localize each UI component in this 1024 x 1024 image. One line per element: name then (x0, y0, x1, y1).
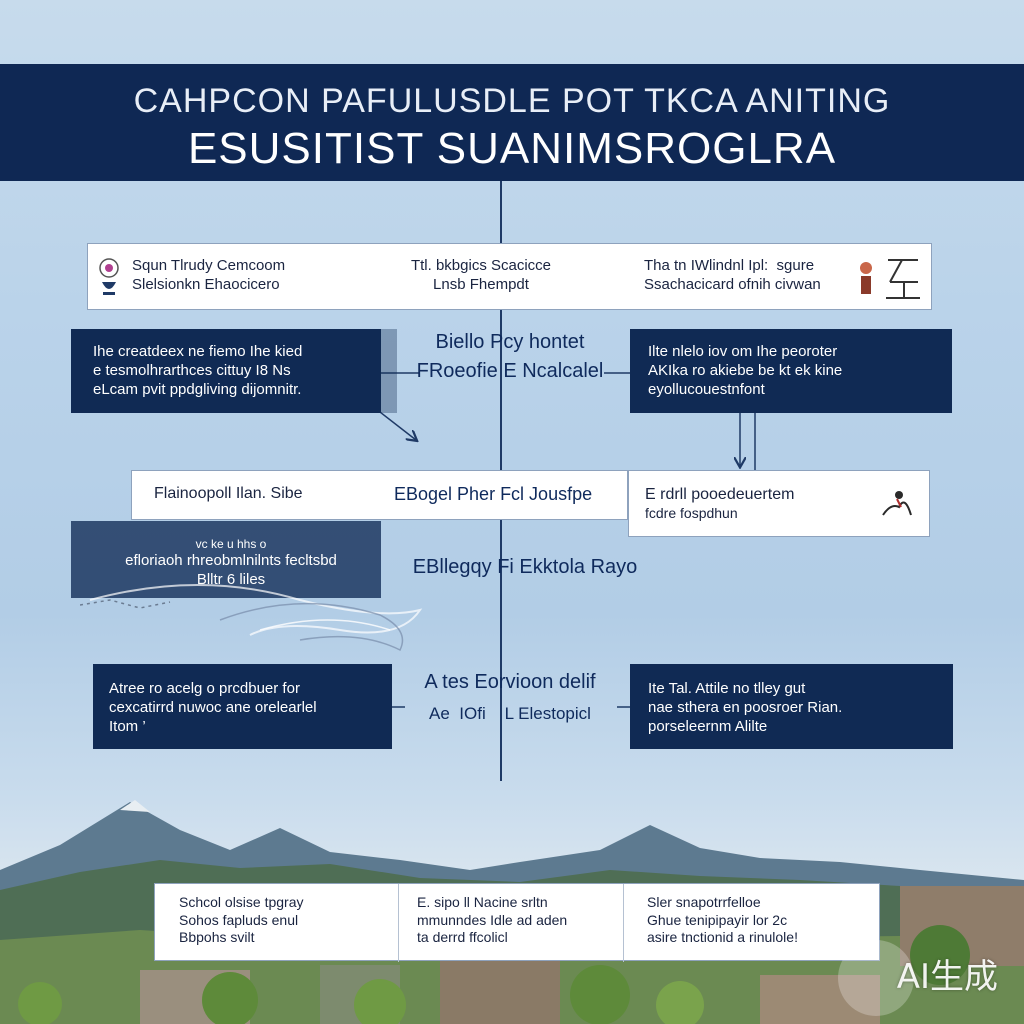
row3-info-bar: Flainoopoll Ilan. Sibe EBogel Pher Fcl J… (131, 470, 628, 520)
row5-right-line3: porseleernm Alilte (648, 718, 943, 737)
row5-right-line1: Ite Tal. Attile no tlley gut (648, 680, 943, 699)
row3-right-line2: fcdre fospdhun (645, 505, 794, 523)
row6-divider-1 (398, 884, 399, 962)
row6-left-line3: Bbpohs svilt (179, 929, 304, 947)
row6-right-line2: Ghue tenipipayir lor 2c (647, 912, 798, 930)
row1-right-line2: Ssachacicard ofnih civwan (644, 276, 821, 295)
row2-right-box: Ilte nlelo iov om Ihe peoroter AKIka ro … (630, 329, 952, 413)
row5-left-line2: cexcatirrd nuwoc ane orelearlel (109, 699, 382, 718)
row3-right-box: E rdrll pooedeuertem fcdre fospdhun (628, 470, 930, 537)
row6-left-line2: Sohos fapluds enul (179, 912, 304, 930)
row5-center-line2: Ae IOfi L Elestopicl (395, 703, 625, 724)
row6-info-bar: Schcol olsise tpgray Sohos fapluds enul … (154, 883, 880, 961)
row1-info-bar: Squn Tlrudy Cemcoom Slelsionkn Ehaocicer… (87, 243, 932, 310)
row5-center-line1: A tes Eorvioon delif (395, 670, 625, 695)
row2-left-box: Ihe creatdeex ne fiemo Ihe kied e tesmol… (71, 329, 381, 413)
row1-left-line2: Slelsionkn Ehaocicero (132, 276, 285, 295)
arrow-row2-down-left (380, 412, 416, 440)
row2-right-line1: Ilte nlelo iov om Ihe peoroter (648, 343, 942, 362)
row5-center-label: A tes Eorvioon delif Ae IOfi L Elestopic… (395, 670, 625, 724)
ai-generated-watermark: AI生成 (897, 949, 998, 998)
row2-left-box-shadow (380, 329, 397, 413)
row2-center-label: Biello Pcy hontet FRoeofie E Ncalcalel (410, 330, 610, 384)
row3-right-line1: E rdrll pooedeuertem (645, 485, 794, 505)
row6-left-line1: Schcol olsise tpgray (179, 894, 304, 912)
row1-left-line1: Squn Tlrudy Cemcoom (132, 257, 285, 276)
row1-middle-line1: Ttl. bkbgics Scacicce (396, 257, 566, 276)
row6-right-line1: Sler snapotrrfelloe (647, 894, 798, 912)
row2-center-line1: Biello Pcy hontet (410, 330, 610, 355)
row1-right-line1: Tha tn IWlindnl Ipl: sgure (644, 257, 821, 276)
chalice-icon (94, 256, 124, 303)
row6-middle-line3: ta derrd ffcolicl (417, 929, 567, 947)
row6-middle-line2: mmunndes Idle ad aden (417, 912, 567, 930)
row6-middle-line1: E. sipo ll Nacine srltn (417, 894, 567, 912)
figure-icon (854, 254, 878, 303)
row5-left-line3: Itom ’ (109, 718, 382, 737)
row5-right-box: Ite Tal. Attile no tlley gut nae sthera … (630, 664, 953, 749)
row5-left-box: Atree ro acelg o prcdbuer for cexcatirrd… (93, 664, 392, 749)
row1-middle-line2: Lnsb Fhempdt (396, 276, 566, 295)
row5-right-line2: nae sthera en poosroer Rian. (648, 699, 943, 718)
row2-center-line2: FRoeofie E Ncalcalel (410, 359, 610, 384)
rider-icon (879, 485, 915, 526)
row4-center-label: EBllegqy Fi Ekktola Rayo (380, 556, 670, 579)
row2-left-line2: e tesmolhrarthces cittuy I8 Ns (93, 362, 371, 381)
row4-left-line1: vc ke u hhs o (91, 537, 371, 552)
row2-left-line3: eLcam pvit ppdgliving dijomnitr. (93, 381, 371, 400)
row2-left-line1: Ihe creatdeex ne fiemo Ihe kied (93, 343, 371, 362)
chinese-glyph-icon (882, 252, 924, 307)
row3-left-text: Flainoopoll Ilan. Sibe (154, 485, 303, 503)
row2-right-line2: AKIka ro akiebe be kt ek kine (648, 362, 942, 381)
row6-right-line3: asire tnctionid a rinulole! (647, 929, 798, 947)
row3-center-text: EBogel Pher Fcl Jousfpe (394, 484, 592, 505)
row2-right-line3: eyollucouestnfont (648, 381, 942, 400)
row5-left-line1: Atree ro acelg o prcdbuer for (109, 680, 382, 699)
row6-divider-2 (623, 884, 624, 962)
